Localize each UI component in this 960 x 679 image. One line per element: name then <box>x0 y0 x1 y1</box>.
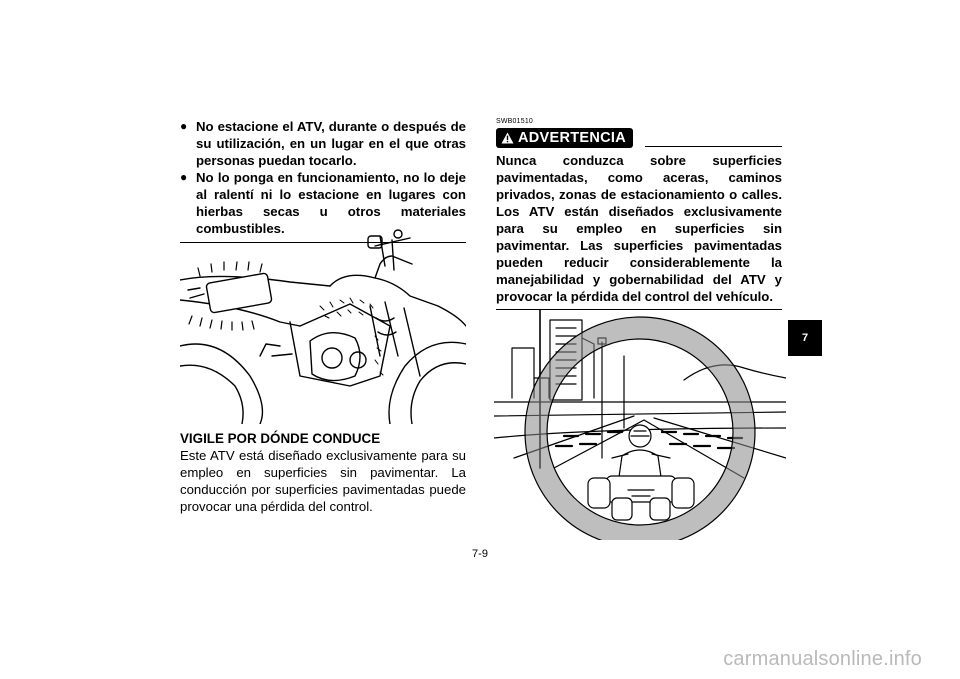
warning-code: SWB01510 <box>496 118 534 125</box>
warning-bottom-rule <box>496 309 782 310</box>
chapter-tab: 7 <box>788 320 822 356</box>
section-title: VIGILE POR DÓNDE CONDUCE <box>180 431 381 446</box>
page-number: 7-9 <box>472 548 488 560</box>
bullet-item: ● No lo ponga en funcionamiento, no lo d… <box>180 169 466 237</box>
warning-header-rule <box>645 146 782 147</box>
warning-label-box: ADVERTENCIA <box>496 128 634 148</box>
left-column: ● No estacione el ATV, durante o después… <box>180 118 466 243</box>
bullet-icon: ● <box>180 170 188 184</box>
paved-road-illustration <box>494 309 786 540</box>
warning-triangle-icon <box>501 132 514 144</box>
bullet-item: ● No estacione el ATV, durante o después… <box>180 118 466 169</box>
bullet-list: ● No estacione el ATV, durante o después… <box>180 118 466 237</box>
warning-header: ADVERTENCIA <box>496 128 782 148</box>
section-body: Este ATV está diseñado exclusivamente pa… <box>180 448 466 514</box>
warning-text: Nunca conduzca sobre superficies pavimen… <box>496 153 782 304</box>
ride-awareness-section: VIGILE POR DÓNDE CONDUCE Este ATV está d… <box>180 430 466 515</box>
bullets-divider <box>180 242 466 243</box>
bullet-text: No estacione el ATV, durante o después d… <box>196 119 466 168</box>
warning-label: ADVERTENCIA <box>518 130 627 146</box>
bullet-text: No lo ponga en funcionamiento, no lo dej… <box>196 170 466 236</box>
bullet-icon: ● <box>180 119 188 133</box>
atv-exhaust-illustration <box>180 229 466 424</box>
warning-block: SWB01510 ADVERTENCIA Nunca conduzca sobr… <box>496 118 782 310</box>
watermark: carmanualsonline.info <box>723 648 922 670</box>
